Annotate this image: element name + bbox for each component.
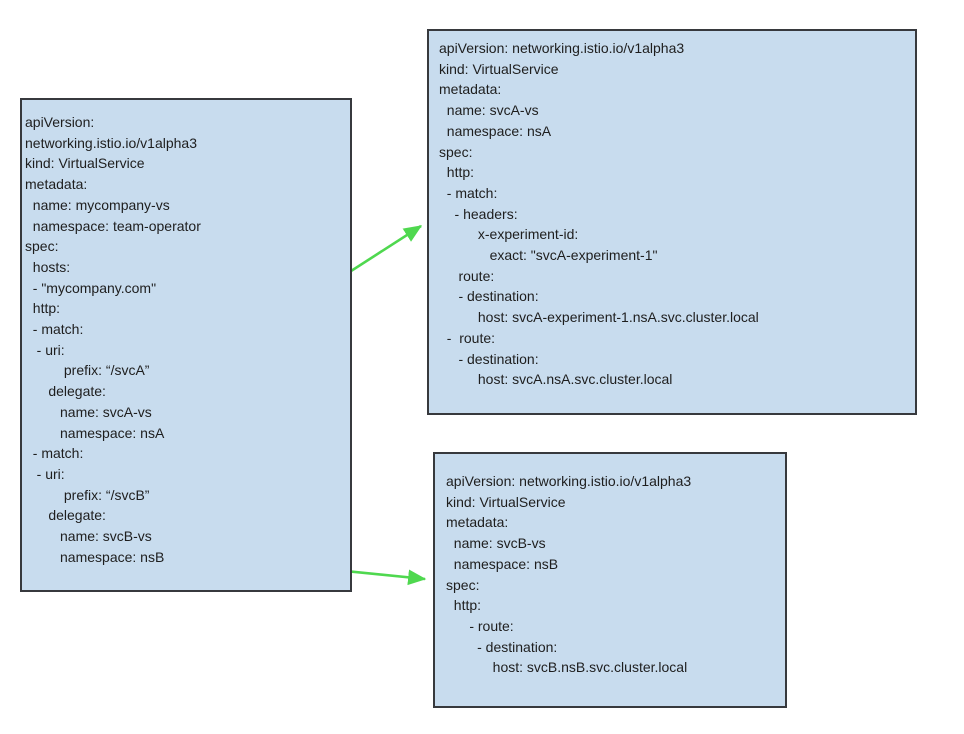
yaml-text-svca-vs: apiVersion: networking.istio.io/v1alpha3… — [439, 40, 759, 388]
yaml-text-mycompany-vs: apiVersion: networking.istio.io/v1alpha3… — [25, 114, 201, 565]
yaml-box-svca-vs: apiVersion: networking.istio.io/v1alpha3… — [427, 29, 917, 415]
yaml-box-svcb-vs: apiVersion: networking.istio.io/v1alpha3… — [433, 452, 787, 708]
yaml-text-svcb-vs: apiVersion: networking.istio.io/v1alpha3… — [446, 473, 692, 676]
yaml-box-mycompany-vs: apiVersion: networking.istio.io/v1alpha3… — [20, 98, 352, 592]
